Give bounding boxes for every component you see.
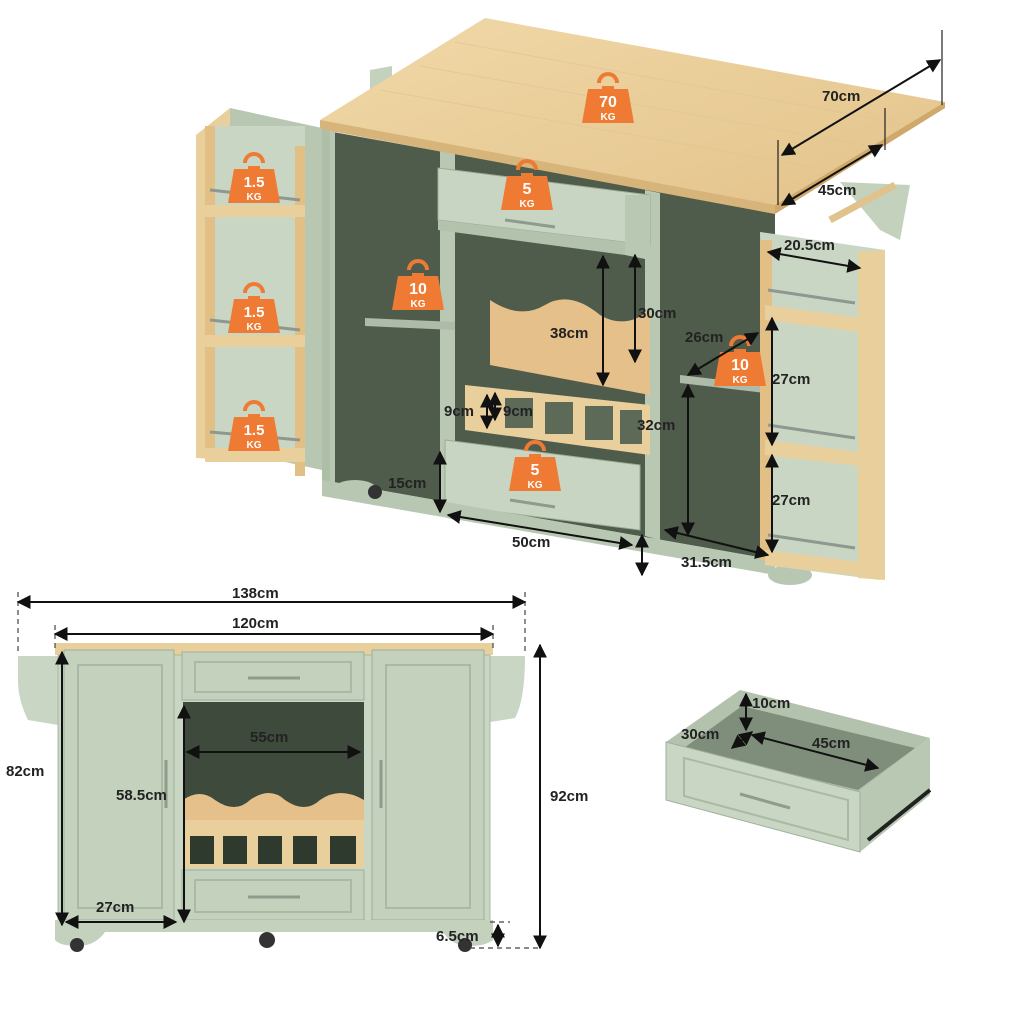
label-drawer-width: 50cm	[512, 534, 550, 551]
label-rack-gap-1: 27cm	[772, 371, 810, 388]
svg-text:KG: KG	[520, 199, 535, 210]
island-front-view	[18, 643, 525, 952]
label-flap-width: 45cm	[818, 182, 856, 199]
drawer-dimension-labels: 10cm 30cm 45cm	[681, 695, 850, 752]
svg-text:1.5: 1.5	[244, 422, 265, 439]
svg-text:70: 70	[599, 94, 617, 111]
front-dimension-lines	[16, 592, 547, 950]
svg-text:KG: KG	[733, 375, 748, 386]
svg-text:10: 10	[409, 281, 427, 298]
label-drawer-d-height: 10cm	[752, 695, 790, 712]
label-wheel-height: 6.5cm	[436, 928, 479, 945]
label-wine-area-width: 55cm	[250, 729, 288, 746]
left-spice-rack	[196, 108, 322, 476]
svg-text:1.5: 1.5	[244, 174, 265, 191]
top-dimension-labels: 70cm 45cm 20.5cm 30cm 38cm 26cm 27cm 27c…	[388, 88, 860, 571]
weight-badge-top: 70 KG	[580, 72, 636, 125]
svg-text:5: 5	[531, 462, 540, 479]
weight-badge-bottom-drawer: 5 KG	[507, 440, 563, 493]
label-top-depth: 70cm	[822, 88, 860, 105]
left-door	[63, 649, 175, 921]
label-wine-height: 30cm	[638, 305, 676, 322]
svg-text:KG: KG	[411, 299, 426, 310]
svg-text:5: 5	[523, 181, 532, 198]
label-shelf-depth: 26cm	[685, 329, 723, 346]
svg-text:KG: KG	[247, 440, 262, 451]
svg-text:10: 10	[731, 357, 749, 374]
label-total-width: 138cm	[232, 585, 279, 602]
label-inner-height: 32cm	[637, 417, 675, 434]
weight-badge-left-shelf: 10 KG	[390, 259, 446, 312]
label-body-width: 120cm	[232, 615, 279, 632]
label-cabinet-depth: 31.5cm	[681, 554, 732, 571]
label-rack-gap-2: 27cm	[772, 492, 810, 509]
label-wine-width: 38cm	[550, 325, 588, 342]
weight-badge-spice-2: 1.5 KG	[226, 282, 282, 335]
label-wine-area-height: 58.5cm	[116, 787, 167, 804]
front-dimension-labels: 138cm 120cm 55cm 58.5cm 27cm 82cm 92cm 6…	[6, 585, 588, 945]
label-total-height: 92cm	[550, 788, 588, 805]
svg-text:KG: KG	[247, 322, 262, 333]
wine-rack	[490, 299, 650, 395]
weight-badge-spice-3: 1.5 KG	[226, 400, 282, 453]
right-spice-rack	[760, 232, 885, 580]
label-rack-width: 20.5cm	[784, 237, 835, 254]
drawer-dimension-lines	[730, 692, 880, 772]
drawer-detail-view	[665, 690, 932, 853]
svg-text:KG: KG	[601, 112, 616, 123]
weight-badge-spice-1: 1.5 KG	[226, 152, 282, 205]
svg-text:KG: KG	[528, 480, 543, 491]
label-drawer-d-width: 45cm	[812, 735, 850, 752]
label-door-width: 27cm	[96, 899, 134, 916]
right-door	[371, 649, 485, 921]
weight-badge-top-drawer: 5 KG	[499, 159, 555, 212]
label-cubby-w: 9cm	[503, 403, 533, 420]
label-drawer-d-depth: 30cm	[681, 726, 719, 743]
top-dimension-lines	[433, 30, 943, 577]
label-cubby-h: 9cm	[444, 403, 474, 420]
svg-text:KG: KG	[247, 192, 262, 203]
label-body-height: 82cm	[6, 763, 44, 780]
label-drawer-height: 15cm	[388, 475, 426, 492]
svg-text:1.5: 1.5	[244, 304, 265, 321]
